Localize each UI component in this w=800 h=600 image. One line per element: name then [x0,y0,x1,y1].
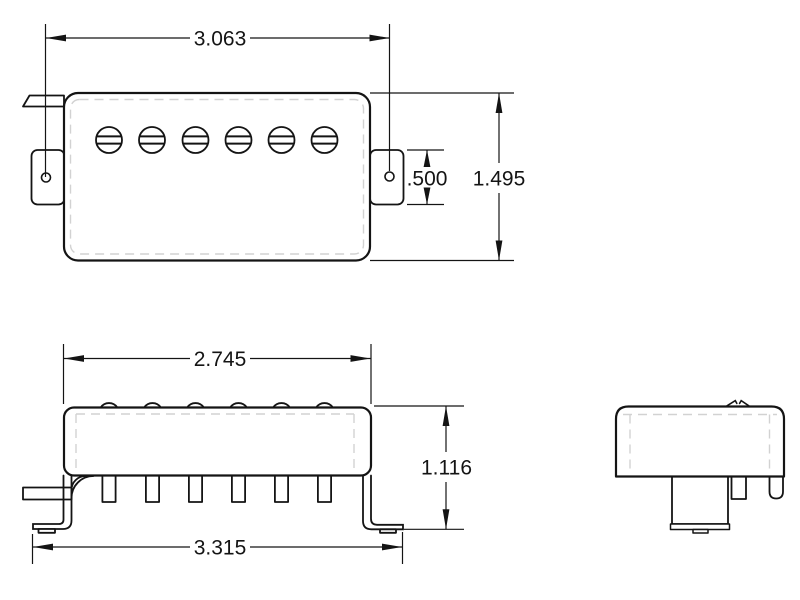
dimension-side-overall-height: 1.116 [374,405,472,530]
top-view [22,91,405,262]
baseplate-leg-left [32,474,73,530]
screw-shaft-3 [187,474,203,503]
arrowhead-down [495,240,503,261]
end-view [614,399,786,534]
pole-screw-3 [181,126,210,154]
dim-label-cover-top-width: 2.745 [194,348,247,371]
arrowhead-left [46,34,66,42]
bobbin-block [671,475,729,525]
pole-screw-1 [95,126,123,154]
dimension-overall-foot-width: 3.315 [31,532,404,564]
arrowhead-down [442,509,450,530]
screw-head-end-left [726,399,738,407]
dim-label-mount-tab-height: .500 [407,168,448,191]
arrowhead-right [350,355,371,362]
arrowhead-right [382,543,402,551]
screw-head-arc-2 [143,402,162,409]
pole-screw-5 [267,126,296,154]
pole-screw-shafts [101,474,332,503]
screw-shaft-1 [101,474,117,503]
cover-hidden-edge [69,98,365,255]
dim-label-mount-hole-spacing: 3.063 [194,28,247,51]
screw-shaft-6 [316,474,332,503]
screw-head-arc-4 [229,402,248,409]
side-view [22,402,404,534]
screw-head-end-right [738,399,750,407]
arrowhead-down [423,187,431,205]
pole-screw-6 [310,126,339,154]
pickup-body-side-outline [62,406,373,477]
arrowhead-up [423,150,431,167]
screw-shaft-5 [273,474,289,503]
dimension-mount-hole-spacing: 3.063 [44,24,391,177]
dim-label-side-overall-height: 1.116 [421,457,472,480]
lead-strip-tab [22,94,65,108]
screw-shaft-4 [230,474,246,503]
screw-shaft-end [730,475,747,500]
dim-label-overall-foot-width: 3.315 [194,537,247,560]
screw-head-arc-1 [99,402,119,409]
pole-screw-heads [99,402,334,409]
arrowhead-up [442,406,450,426]
dimension-cover-top-width: 2.745 [62,344,372,404]
mounting-hole-right [384,171,395,182]
dim-label-body-height: 1.495 [473,168,526,191]
pickup-body-end-outline [614,405,786,478]
pole-screw-4 [224,126,253,154]
pole-screws [95,126,339,154]
dimension-mount-tab-height: .500 [407,149,448,206]
arrowhead-up [495,93,503,113]
screw-shaft-2 [144,474,160,503]
mounting-foot-nub-right [379,528,397,534]
arrowhead-left [33,543,53,551]
screw-head-arc-3 [186,402,205,409]
baseplate-nub [692,528,709,534]
baseplate-leg-end [768,475,784,500]
baseplate-bend-outer [70,475,95,499]
baseplate-strip [669,523,731,531]
dimension-body-height: 1.495 [370,92,526,262]
screw-head-arc-6 [315,402,334,409]
screw-head-arc-5 [272,402,291,409]
mounting-foot-nub-left [37,528,56,534]
pickup-body-outline [62,91,372,262]
baseplate-leg-right [362,474,404,531]
arrowhead-left [64,355,84,362]
arrowhead-right [369,34,390,42]
pole-screw-2 [138,126,166,154]
